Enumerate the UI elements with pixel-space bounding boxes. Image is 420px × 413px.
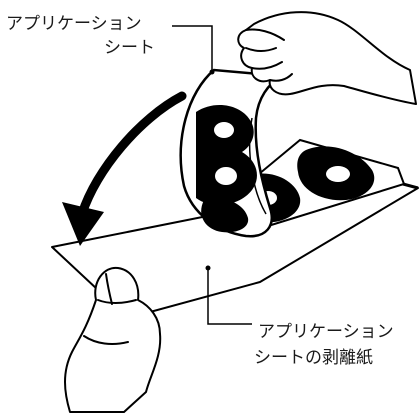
leader-application-sheet [172,25,213,72]
leader-dot-paper [205,265,211,271]
upper-hand [237,11,417,105]
label-application-sheet-line2: シート [104,38,155,58]
leader-release-paper [207,268,252,325]
label-release-paper-line2: シートの剥離紙 [254,348,373,368]
label-application-sheet-line1: アプリケーション [6,14,142,34]
peel-direction-arrow [62,91,187,246]
leader-dot-sheet [209,69,215,75]
application-sheet [179,68,406,238]
leader-lines [172,25,252,325]
lower-hand [64,266,162,413]
label-release-paper-line1: アプリケーション [258,322,394,342]
